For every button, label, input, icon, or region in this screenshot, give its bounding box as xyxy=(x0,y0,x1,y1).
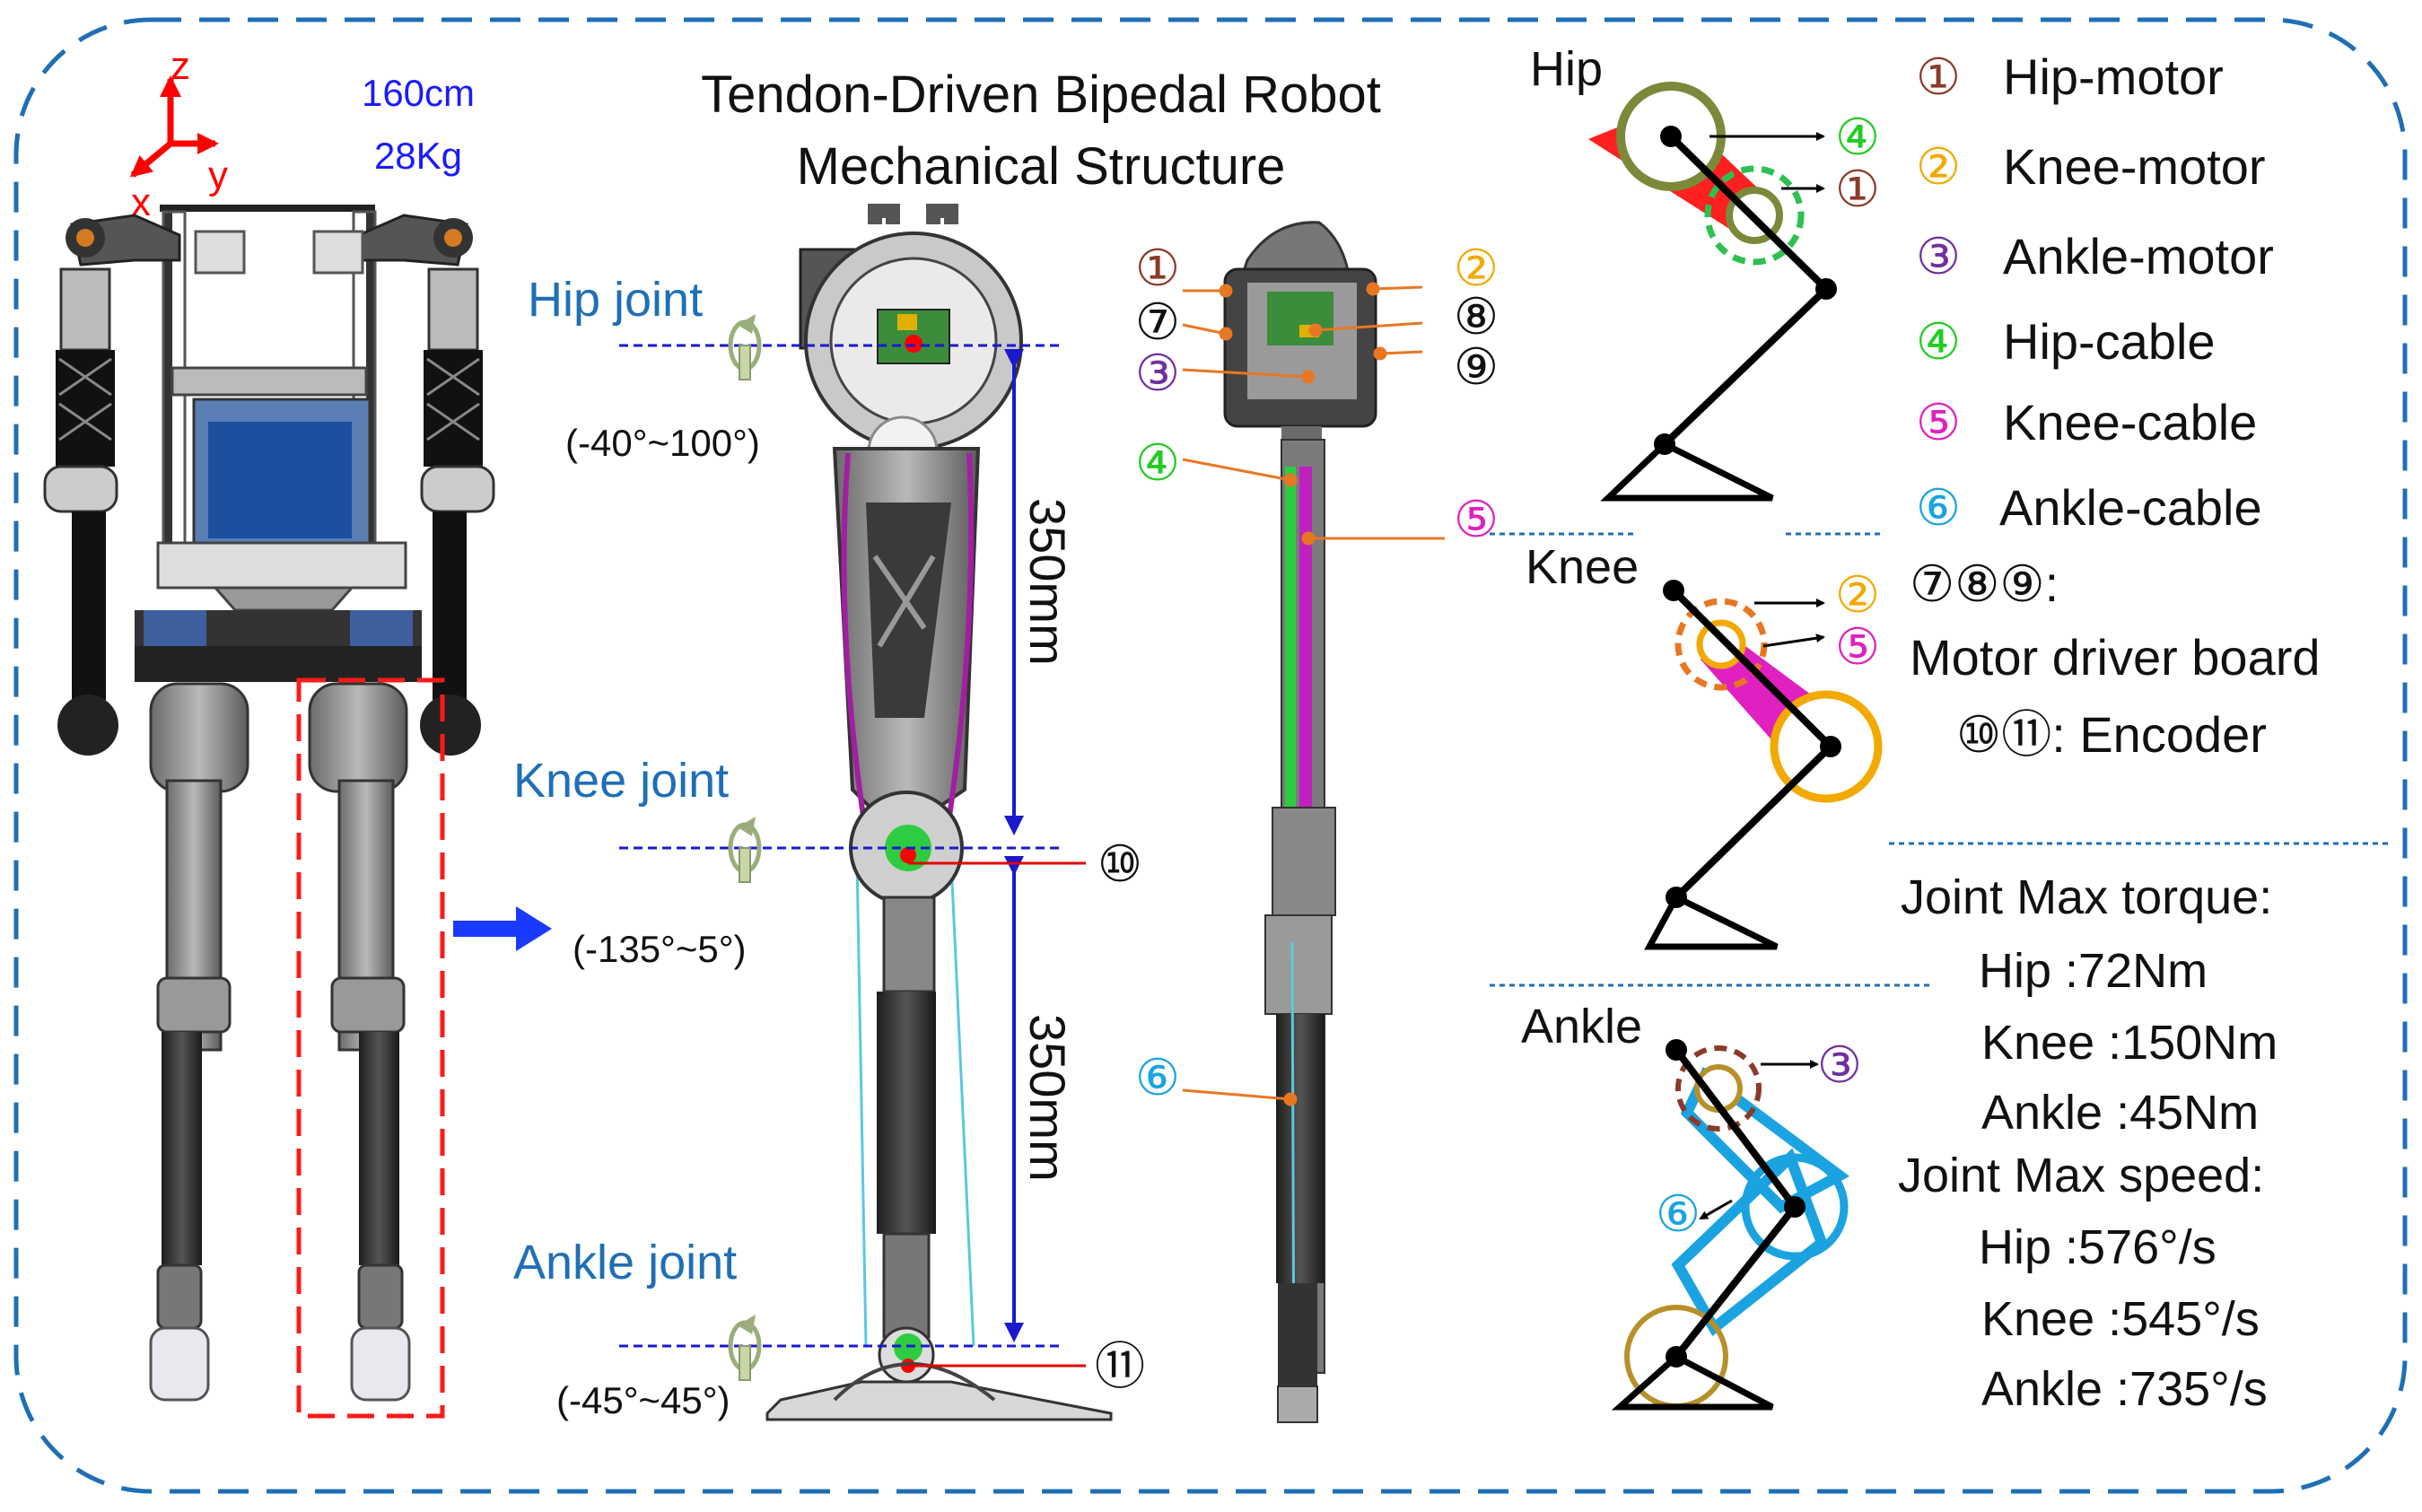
schematics: Hip ④ ① Knee ② ⑤ Ankle xyxy=(1490,42,1934,1411)
legend-label-4: Hip-cable xyxy=(2003,313,2216,370)
marker-3-front: ③ xyxy=(1135,345,1180,401)
legend-num-3: ③ xyxy=(1916,228,1961,284)
legend-label-5: Knee-cable xyxy=(2003,394,2257,450)
performance: Joint Max torque: Hip :72Nm Knee :150Nm … xyxy=(1898,870,2278,1416)
marker-1-front: ① xyxy=(1135,240,1180,296)
marker-5-front: ⑤ xyxy=(1454,491,1499,547)
ankle-schematic-marker-6: ⑥ xyxy=(1656,1185,1701,1242)
torque-knee: Knee :150Nm xyxy=(1981,1016,2278,1070)
ankle-rotation-icon xyxy=(728,1315,762,1381)
legend-num-1: ① xyxy=(1916,48,1961,105)
leg-highlight-box xyxy=(296,677,445,1419)
legend-driver-label: Motor driver board xyxy=(1910,629,2321,686)
legend-num-2: ② xyxy=(1916,138,1961,195)
knee-joint-range: (-135°~5°) xyxy=(573,928,747,970)
marker-8-front: ⑧ xyxy=(1454,288,1499,345)
leg-front-view: ① ⑦ ③ ④ ⑤ ⑥ ② ⑧ ⑨ xyxy=(1135,221,1499,1423)
torque-ankle: Ankle :45Nm xyxy=(1981,1086,2259,1140)
figure-title-line1: Tendon-Driven Bipedal Robot xyxy=(701,66,1381,124)
speed-ankle: Ankle :735°/s xyxy=(1981,1362,2268,1416)
figure-title-line2: Mechanical Structure xyxy=(797,137,1286,196)
speed-knee: Knee :545°/s xyxy=(1981,1292,2260,1346)
hip-joint-range: (-40°~100°) xyxy=(565,422,760,464)
legend-driver-numbers: ⑦⑧⑨: xyxy=(1910,555,2059,612)
legend-num-5: ⑤ xyxy=(1916,394,1961,450)
robot-height: 160cm xyxy=(362,72,475,114)
legend-label-6: Ankle-cable xyxy=(1999,479,2262,536)
knee-schematic-marker-5: ⑤ xyxy=(1835,618,1880,675)
legend-label-2: Knee-motor xyxy=(2003,138,2266,195)
marker-2-front: ② xyxy=(1454,240,1499,296)
axis-y-label: y xyxy=(208,153,228,197)
right-arrow-icon xyxy=(516,906,552,951)
schematic-hip-title: Hip xyxy=(1530,42,1603,96)
hip-joint-label: Hip joint xyxy=(528,273,703,327)
marker-7-front: ⑦ xyxy=(1135,293,1180,350)
torque-title: Joint Max torque: xyxy=(1901,870,2272,924)
axis-z-label: z xyxy=(171,44,190,88)
ankle-joint-label: Ankle joint xyxy=(513,1236,737,1289)
robot-illustration: z y x 160cm 28Kg xyxy=(43,44,552,1419)
knee-rotation-icon xyxy=(728,817,762,883)
legend-encoder: ⑩⑪: Encoder xyxy=(1956,706,2267,763)
schematic-ankle-title: Ankle xyxy=(1521,1000,1642,1053)
legend-label-3: Ankle-motor xyxy=(2003,228,2274,284)
torque-hip: Hip :72Nm xyxy=(1979,944,2208,998)
outer-frame xyxy=(13,17,2408,1494)
hip-schematic-marker-1: ① xyxy=(1835,161,1880,217)
speed-hip: Hip :576°/s xyxy=(1979,1220,2217,1274)
marker-6-front: ⑥ xyxy=(1135,1049,1180,1106)
legend: ① Hip-motor ② Knee-motor ③ Ankle-motor ④… xyxy=(1910,48,2321,763)
speed-title: Joint Max speed: xyxy=(1898,1149,2264,1202)
legend-label-1: Hip-motor xyxy=(2003,48,2224,105)
ankle-schematic-marker-3: ③ xyxy=(1817,1036,1862,1093)
axis-triad: z y x xyxy=(129,44,228,224)
ankle-joint-range: (-45°~45°) xyxy=(556,1379,730,1421)
marker-9-front: ⑨ xyxy=(1454,338,1499,395)
knee-schematic-marker-2: ② xyxy=(1835,566,1880,623)
hip-schematic-marker-4: ④ xyxy=(1835,109,1880,165)
thigh-length-label: 350mm xyxy=(1019,498,1076,666)
leg-side-view: Hip joint (-40°~100°) Knee joint (-135°~… xyxy=(513,204,1145,1421)
knee-joint-label: Knee joint xyxy=(513,754,729,808)
legend-num-6: ⑥ xyxy=(1916,479,1961,536)
encoder-marker-10: ⑩ xyxy=(1097,835,1142,892)
encoder-marker-11: ⑪ xyxy=(1095,1338,1145,1394)
legend-num-4: ④ xyxy=(1916,313,1961,370)
axis-x-label: x xyxy=(131,180,151,224)
hip-rotation-icon xyxy=(728,314,762,380)
schematic-knee-title: Knee xyxy=(1526,540,1639,594)
shank-length-label: 350mm xyxy=(1019,1014,1076,1182)
marker-4-front: ④ xyxy=(1135,434,1180,491)
robot-weight: 28Kg xyxy=(374,135,462,177)
